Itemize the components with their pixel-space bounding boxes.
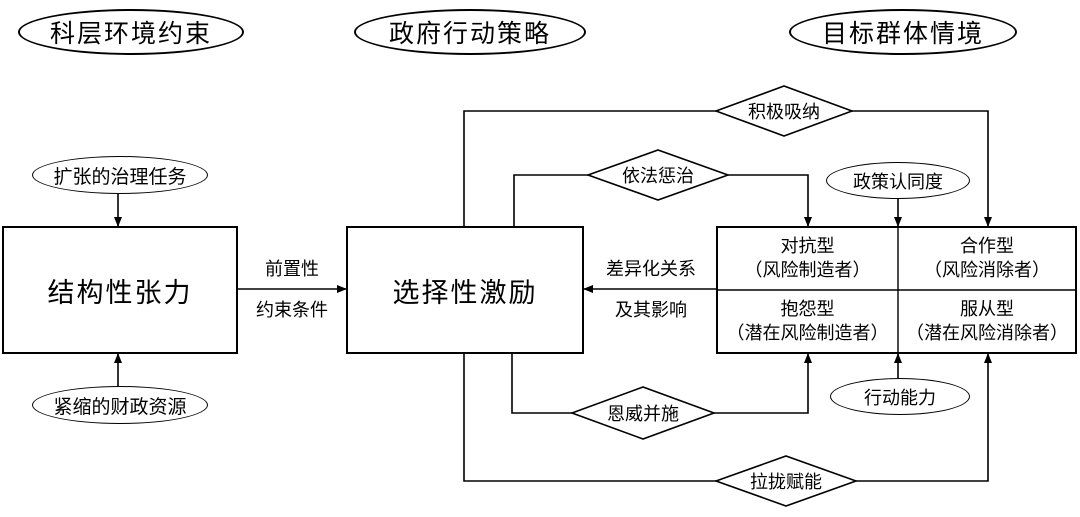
header-hierarchy-constraint: 科层环境约束: [18, 9, 244, 55]
complain-sub: （潜在风险制造者）: [726, 322, 889, 344]
cooperate-sub: （风险消除者）: [924, 259, 1050, 281]
diamond-coopt: [713, 455, 859, 507]
label-precondition-1: 前置性: [265, 259, 319, 280]
factor-policy-identity: 政策认同度: [826, 162, 970, 199]
line-punish-left: [513, 174, 588, 226]
strategy-carrot-stick: 恩威并施: [607, 404, 679, 425]
input-governance-tasks: 扩张的治理任务: [32, 156, 208, 194]
cooperate-title: 合作型: [960, 236, 1014, 258]
grid-cell-obey: 服从型 （潜在风险消除者）: [899, 291, 1075, 352]
grid-cell-resist: 对抗型 （风险制造者）: [718, 228, 897, 289]
strategy-punish: 依法惩治: [622, 166, 694, 187]
incentive-label: 选择性激励: [392, 277, 538, 309]
input-tasks-label: 扩张的治理任务: [53, 165, 187, 188]
action-capacity-label: 行动能力: [864, 387, 936, 409]
line-carrot-left: [511, 354, 572, 414]
header-hierarchy-label: 科层环境约束: [49, 19, 212, 48]
diamond-punish: [585, 149, 731, 201]
box-selective-incentive: 选择性激励: [346, 226, 584, 354]
factor-action-capacity: 行动能力: [830, 378, 970, 415]
target-group-grid: [716, 226, 1077, 354]
line-absorb-right: [852, 110, 992, 227]
input-fiscal-resources: 紧缩的财政资源: [32, 386, 208, 424]
resist-title: 对抗型: [780, 236, 835, 258]
line-absorb-left: [463, 110, 716, 226]
strategy-coopt: 拉拢赋能: [750, 472, 822, 493]
label-differentiation-1: 差异化关系: [606, 259, 696, 280]
tension-label: 结构性张力: [47, 277, 193, 309]
label-precondition-2: 约束条件: [256, 300, 328, 321]
box-structural-tension: 结构性张力: [2, 226, 238, 354]
strategy-absorb: 积极吸纳: [748, 102, 820, 123]
header-target-label: 目标群体情境: [821, 19, 984, 48]
header-government-strategy: 政府行动策略: [354, 9, 586, 55]
label-differentiation-2: 及其影响: [615, 300, 687, 321]
line-carrot-right: [714, 353, 812, 414]
policy-identity-label: 政策认同度: [853, 171, 943, 193]
grid-cell-complain: 抱怨型 （潜在风险制造者）: [718, 291, 897, 352]
complain-title: 抱怨型: [780, 299, 835, 321]
line-coopt-right: [856, 353, 992, 482]
header-strategy-label: 政府行动策略: [388, 19, 551, 48]
obey-sub: （潜在风险消除者）: [906, 322, 1068, 344]
line-coopt-left: [463, 354, 716, 482]
obey-title: 服从型: [960, 299, 1014, 321]
diamond-absorb: [713, 85, 855, 137]
header-target-group: 目标群体情境: [789, 9, 1017, 55]
resist-sub: （风险制造者）: [744, 259, 871, 281]
input-resources-label: 紧缩的财政资源: [53, 395, 187, 418]
line-punish-right: [728, 174, 812, 227]
diamond-carrot: [569, 386, 717, 440]
grid-cell-cooperate: 合作型 （风险消除者）: [899, 228, 1075, 289]
